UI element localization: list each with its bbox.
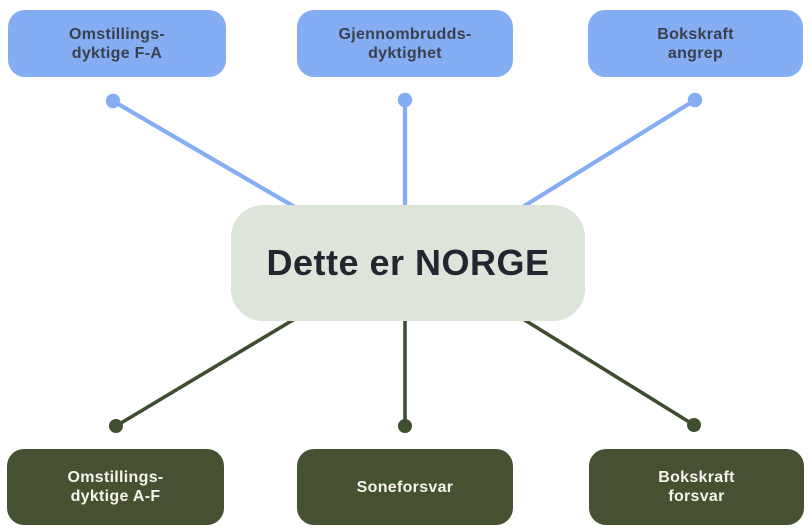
node-bokskraft-angrep: Bokskraft angrep [588, 10, 803, 77]
node-label: Bokskraft forsvar [658, 469, 735, 505]
node-label: Omstillings- dyktige F-A [68, 25, 166, 62]
connector-bottom-left-line [115, 312, 304, 428]
center-title: Dette er NORGE [266, 242, 550, 283]
connector-top-left-dot [105, 93, 121, 109]
node-bokskraft-forsvar: Bokskraft forsvar [589, 449, 804, 525]
node-omstillingsdyktige-a-f: Omstillings- dyktige A-F [7, 449, 224, 525]
node-label: Soneforsvar [356, 478, 454, 496]
connector-bottom-right-dot [687, 418, 701, 432]
connector-top-right-dot [687, 92, 703, 108]
connector-bottom-left-dot [109, 419, 123, 433]
connector-top-right-line [511, 98, 697, 215]
connector-bottom-middle-dot [398, 419, 412, 433]
node-omstillingsdyktige-f-a: Omstillings- dyktige F-A [8, 10, 226, 77]
node-gjennombruddsdyktighet: Gjennombrudds- dyktighet [297, 10, 513, 77]
node-label: Bokskraft angrep [657, 25, 734, 62]
connector-top-middle-dot [397, 92, 413, 108]
node-center-dette-er-norge: Dette er NORGE [231, 205, 585, 321]
connector-top-left-line [111, 99, 307, 215]
connector-bottom-right-line [514, 312, 695, 427]
node-soneforsvar: Soneforsvar [297, 449, 513, 525]
node-label: Gjennombrudds- dyktighet [338, 25, 472, 62]
node-label: Omstillings- dyktige A-F [67, 469, 164, 505]
